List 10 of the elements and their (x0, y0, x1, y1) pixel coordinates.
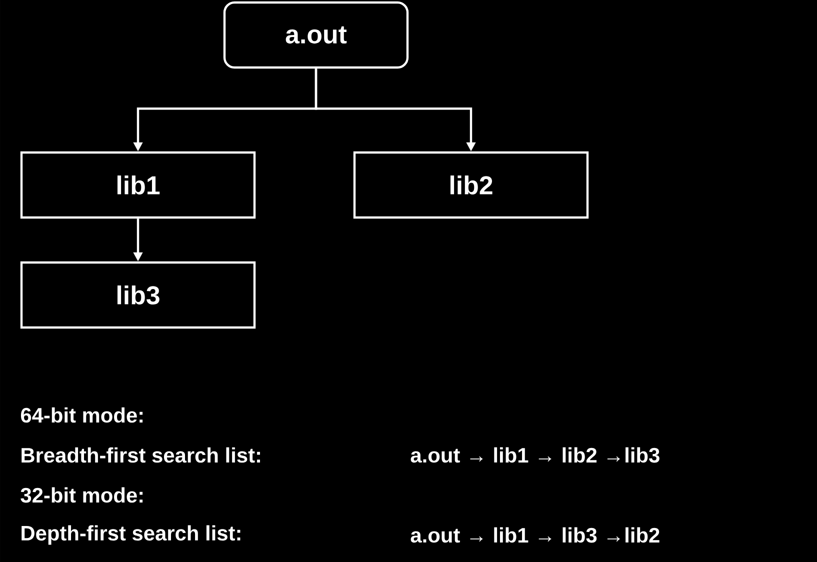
library-box: lib2 (353, 151, 589, 219)
list-label: Breadth-first search list: (22, 447, 260, 463)
list-label: Depth-first search list: (22, 525, 240, 545)
search-order: a.out → lib1 → lib3 →lib2 (410, 527, 660, 543)
root-box: a.out (223, 1, 409, 69)
search-order: a.out → lib1 → lib2 →lib3 (410, 447, 660, 463)
mode-heading: 64-bit mode: (20, 407, 143, 423)
library-box: lib1 (20, 151, 256, 219)
library-box: lib3 (20, 261, 256, 329)
mode-heading: 32-bit mode: (20, 487, 143, 503)
